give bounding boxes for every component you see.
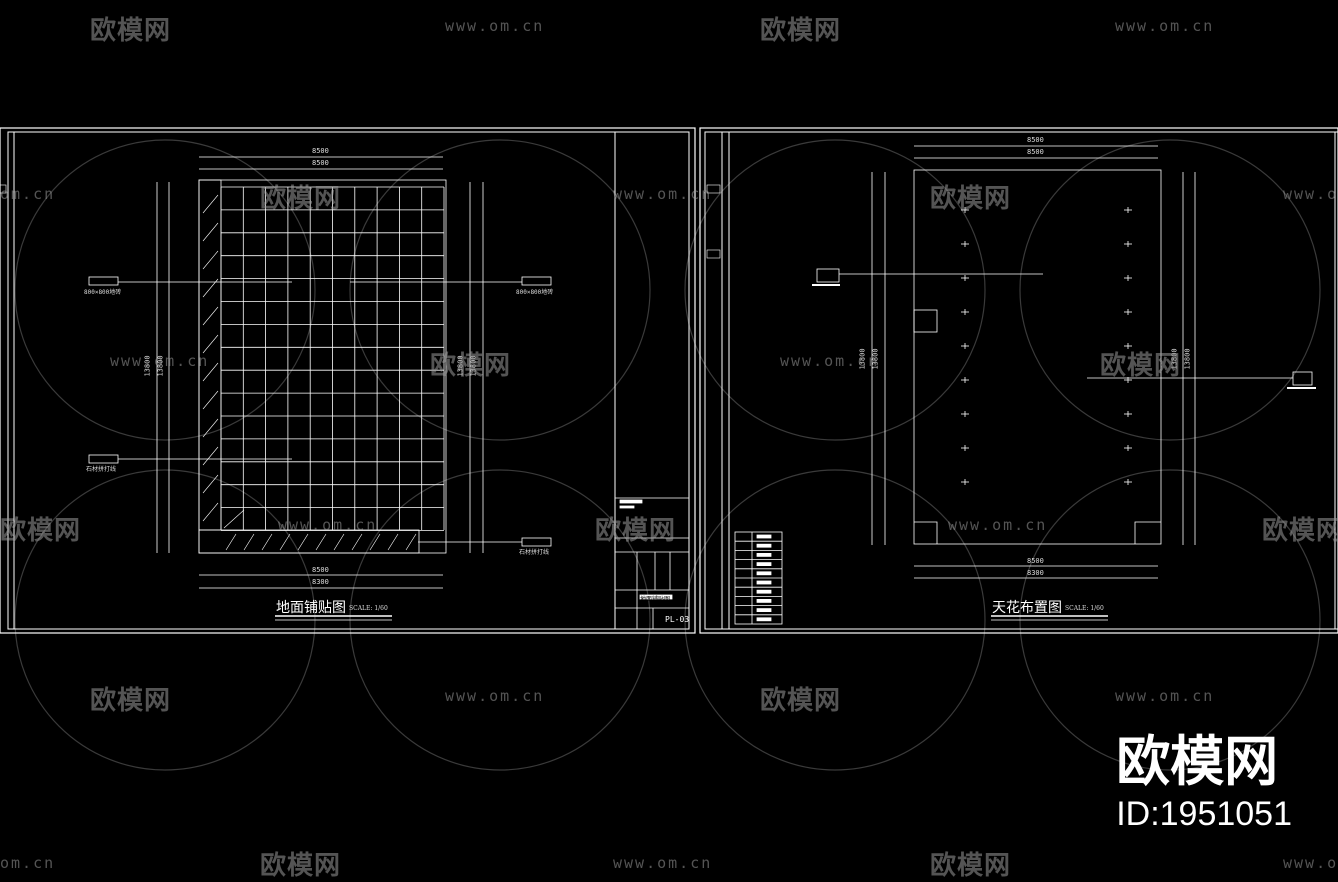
stone-hatch-mark [279,533,291,551]
watermark-url: www.om.cn [1115,17,1215,35]
dim-ceiling-width-a: 8500 [1027,136,1044,144]
watermark-url: www.om.cn [613,185,713,203]
sheet-frames [0,127,1338,634]
stone-hatch-mark [223,509,245,529]
stone-hatch-mark [202,306,219,326]
watermark-logo: 欧模网 [595,516,677,546]
dim-width-bottom-b: 8300 [312,578,329,586]
watermark-logo: 欧模网 [260,851,342,881]
tile-grid [220,186,445,531]
watermark-url: www.om.cn [278,516,378,534]
dim-ceiling-width-b: 8500 [1027,148,1044,156]
watermark-url: om.cn [0,185,56,203]
brand-name: 欧模网 [1116,730,1279,793]
stone-hatch-mark [202,362,219,382]
watermark-url: www.om.cn [1115,687,1215,705]
brand-stamp: 欧模网 ID:1951051 [1116,730,1292,834]
ceiling-lights [961,207,1132,485]
tag-tile-left: 800×800地砖 [84,289,122,296]
stone-hatch-mark [202,474,219,494]
watermark-url: www.om.cn [948,516,1048,534]
stone-hatch-mark [297,533,309,551]
tag-stone-right: 石材拼打线 [519,549,550,556]
watermark-logo: 欧模网 [760,16,842,46]
stone-hatch-mark [202,334,219,354]
floor-plan-title: 地面铺贴图 [276,600,346,616]
floor-plan [88,156,552,621]
dim-ceiling-bottom-b: 8300 [1027,569,1044,577]
stone-hatch-mark [225,533,237,551]
legend-row-label [756,580,772,585]
stone-hatch-mark [405,533,417,551]
legend-row-label [756,534,772,539]
watermark-arcs [14,139,1321,771]
stone-hatch-mark [202,502,219,522]
stone-hatch-mark [202,222,219,242]
legend-row-label [756,589,772,594]
watermark-url: om.cn [0,854,56,872]
watermark-logo: 欧模网 [930,851,1012,881]
dim-width-bottom-a: 8500 [312,566,329,574]
legend-row-label [756,617,772,622]
stone-hatch-mark [202,446,219,466]
stone-hatch-mark [202,418,219,438]
stone-hatch-mark [351,533,363,551]
stone-hatch [202,194,417,551]
revision-strip [0,184,721,259]
legend-table [734,531,783,625]
ceiling-plan [812,145,1316,621]
stone-hatch-mark [261,533,273,551]
watermark-url: www.om.cn [613,854,713,872]
watermark-logo: 欧模网 [90,16,172,46]
watermark-url: www.om.cn [445,17,545,35]
watermark-url: www.om.cn [445,687,545,705]
watermark-logo: 欧模网 [1100,351,1182,381]
watermark-logo: 欧模网 [430,351,512,381]
stone-hatch-mark [202,250,219,270]
stone-hatch-mark [369,533,381,551]
watermark-logo: 欧模网 [760,686,842,716]
dim-ceiling-bottom-a: 8500 [1027,557,1044,565]
legend-row-label [756,599,772,603]
dim-width-inner: 8500 [312,159,329,167]
tag-stone-left: 石材拼打线 [86,466,117,473]
brand-id: ID:1951051 [1116,795,1292,833]
legend-row-label [756,608,772,612]
stone-hatch-mark [202,390,219,410]
ceiling-plan-scale: SCALE: 1/60 [1065,605,1104,612]
sheet-name: 地面铺贴图 [640,596,671,603]
ceiling-plan-title: 天花布置图 [992,600,1062,616]
legend-row-label [756,553,772,557]
stone-hatch-mark [243,533,255,551]
watermark-logo: 欧模网 [90,686,172,716]
tag-tile-right: 800×800地砖 [516,289,554,296]
watermark-logo: 欧模网 [0,516,82,546]
watermark-url: www.om.cn [1283,185,1338,203]
stone-hatch-mark [333,533,345,551]
legend-row-label [756,571,772,576]
stone-hatch-mark [315,533,327,551]
legend-row-label [756,543,772,548]
dim-ceiling-height-d: 13800 [1183,348,1192,370]
sheet-code: PL-03 [665,615,690,624]
legend-row-label [756,562,772,566]
watermark-url: www.om.cn [780,352,880,370]
stone-hatch-mark [387,533,399,551]
watermark-logo: 欧模网 [260,184,342,214]
watermark-url: www.om.cn [1283,854,1338,872]
floor-plan-scale: SCALE: 1/60 [349,605,388,612]
title-block [615,497,689,629]
stone-hatch-mark [202,194,219,214]
watermark-logo: 欧模网 [930,184,1012,214]
dim-width-outer: 8500 [312,147,329,155]
watermark-url: www.om.cn [110,352,210,370]
watermark-logo: 欧模网 [1262,516,1338,546]
